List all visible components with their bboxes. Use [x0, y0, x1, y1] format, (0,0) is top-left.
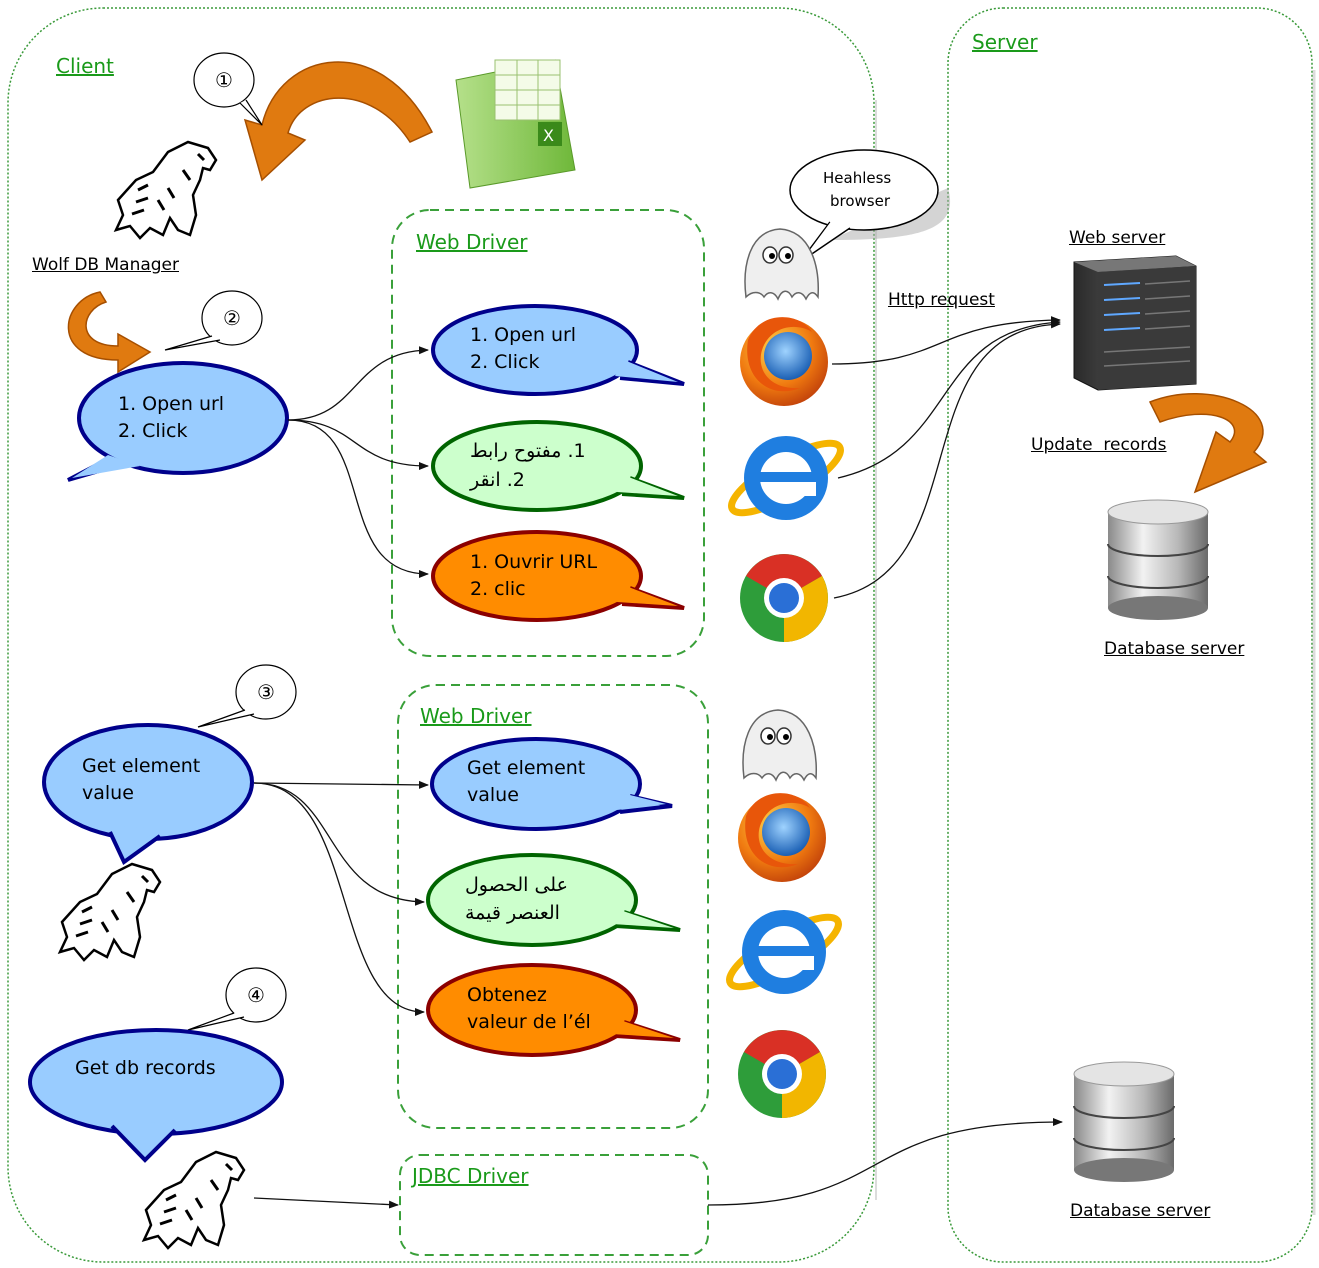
- step-1-callout: [193, 52, 263, 126]
- server-title: Server: [972, 30, 1038, 54]
- update-records-label: Update records: [1031, 435, 1167, 455]
- connector: [833, 320, 1061, 599]
- arrow-orange-1: [243, 61, 434, 182]
- headless-callout: [789, 149, 951, 263]
- database-server-label-2: Database server: [1070, 1201, 1211, 1221]
- bubble-open-fr-line1: 1. Ouvrir URL: [470, 551, 598, 573]
- jdbc-driver-title: JDBC Driver: [412, 1164, 529, 1188]
- bubble-open-ar: [431, 420, 685, 512]
- connector: [831, 316, 1061, 365]
- bubble-open-en-line1: 1. Open url: [470, 324, 577, 346]
- step-2-callout: [164, 290, 263, 351]
- bubble-open-en: [431, 304, 685, 396]
- step-4-label: ④: [247, 983, 265, 1007]
- database-icon: [1073, 1061, 1175, 1182]
- internet-explorer-icon: [726, 910, 842, 994]
- server-region: [947, 7, 1313, 1263]
- connector: [253, 1197, 399, 1209]
- connector: [287, 419, 429, 470]
- web-driver-title-2: Web Driver: [420, 704, 532, 728]
- wolf-label: Wolf DB Manager: [32, 255, 179, 275]
- bubble-get-fr-line2: valeur de l’él: [467, 1011, 591, 1033]
- bubble-open-fr-line2: 2. clic: [470, 578, 526, 600]
- chrome-icon: [738, 1030, 826, 1118]
- client-region: [7, 7, 875, 1263]
- web-driver-title-1: Web Driver: [416, 230, 528, 254]
- connector: [837, 318, 1061, 479]
- firefox-icon: [740, 317, 828, 406]
- svg-text:X: X: [543, 126, 554, 145]
- bubble-get-en: [430, 737, 673, 831]
- bubble-open-main-line2: 2. Click: [118, 420, 188, 442]
- bubble-db-text: Get db records: [75, 1057, 216, 1079]
- ghost-icon: [742, 709, 817, 782]
- client-title: Client: [56, 54, 114, 78]
- connector: [287, 346, 429, 421]
- ghost-icon: [744, 228, 819, 301]
- excel-file-icon: X: [455, 59, 576, 189]
- bubble-get-main-line2: value: [82, 782, 134, 804]
- bubble-get-ar: [426, 853, 681, 947]
- bubble-open-fr: [431, 530, 685, 622]
- bubble-get-fr: [426, 963, 681, 1057]
- step-4-callout: [187, 967, 287, 1031]
- step-3-callout: [197, 664, 297, 728]
- bubble-get-en-line2: value: [467, 784, 519, 806]
- web-server-label: Web server: [1069, 228, 1166, 248]
- bubble-get-fr-line1: Obtenez: [467, 984, 547, 1006]
- web-driver-box-1: [391, 209, 705, 657]
- wolf-icon: [141, 1150, 246, 1250]
- connector: [707, 1118, 1063, 1206]
- bubble-get-ar-line1: على الحصول: [465, 874, 568, 896]
- step-1-label: ①: [215, 68, 233, 92]
- connector: [253, 780, 429, 789]
- headless-label-line2: browser: [830, 192, 891, 210]
- connector: [253, 782, 425, 1016]
- bubble-open-main-line1: 1. Open url: [118, 393, 225, 415]
- chrome-icon: [740, 554, 828, 642]
- step-3-label: ③: [257, 680, 275, 704]
- bubble-open-ar-line1: 1. مفتوح رابط: [470, 440, 586, 462]
- bubble-open-ar-line2: 2. انقر: [470, 469, 525, 491]
- http-request-label: Http request: [888, 290, 995, 310]
- bubble-db: [28, 1028, 284, 1163]
- headless-label-line1: Heahless: [823, 169, 892, 187]
- firefox-icon: [738, 793, 826, 882]
- wolf-icon: [113, 140, 218, 240]
- connector: [287, 419, 429, 578]
- step-2-label: ②: [223, 306, 241, 330]
- wolf-icon: [57, 862, 162, 962]
- bubble-open-main: [67, 361, 289, 482]
- server-tower-icon: [1073, 255, 1197, 391]
- database-icon: [1107, 499, 1209, 620]
- arrow-orange-2: [67, 291, 152, 374]
- connector: [253, 782, 425, 906]
- bubble-open-en-line2: 2. Click: [470, 351, 540, 373]
- database-server-label-1: Database server: [1104, 639, 1245, 659]
- bubble-get-main-line1: Get element: [82, 755, 201, 777]
- arrow-orange-3: [1148, 393, 1268, 494]
- bubble-get-main: [42, 723, 254, 866]
- bubble-get-ar-line2: العنصر قيمة: [465, 902, 560, 924]
- internet-explorer-icon: [728, 436, 844, 520]
- bubble-get-en-line1: Get element: [467, 757, 586, 779]
